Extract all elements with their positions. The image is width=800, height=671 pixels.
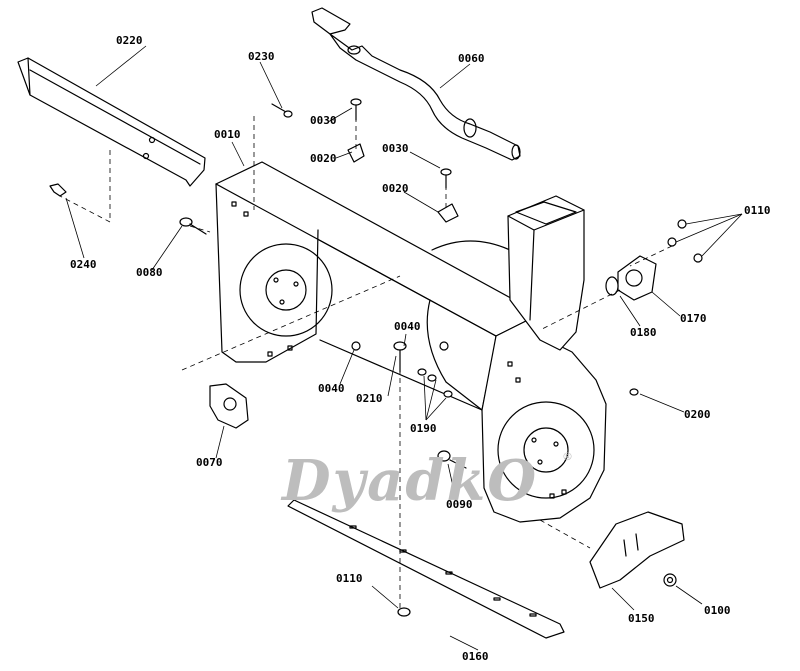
- skid-shoe-0150: [589, 511, 685, 589]
- leader-lines: [65, 45, 743, 651]
- label-0240: 0240: [70, 258, 97, 271]
- label-0110-lower: 0110: [336, 572, 363, 585]
- crank-rod-part: [311, 7, 521, 161]
- watermark: DyadkO: [280, 448, 538, 514]
- nut-0100: [663, 573, 677, 587]
- label-0170: 0170: [680, 312, 707, 325]
- bearing-assembly: [605, 219, 703, 301]
- hex-bolt-0090: [437, 450, 467, 469]
- label-0020-lower: 0020: [382, 182, 409, 195]
- label-0180: 0180: [630, 326, 657, 339]
- carriage-bolt-0080: [179, 217, 207, 235]
- dashed-guides: [59, 108, 673, 612]
- label-0030-upper: 0030: [310, 114, 337, 127]
- label-0090: 0090: [446, 498, 473, 511]
- label-0210: 0210: [356, 392, 383, 405]
- auger-housing-part: [215, 161, 607, 523]
- label-0070: 0070: [196, 456, 223, 469]
- label-0040-left: 0040: [318, 382, 345, 395]
- wing-nut-0240: [49, 183, 67, 197]
- label-0010: 0010: [214, 128, 241, 141]
- label-0220: 0220: [116, 34, 143, 47]
- nut-0110-lower: [397, 607, 411, 617]
- label-0150: 0150: [628, 612, 655, 625]
- label-0100: 0100: [704, 604, 731, 617]
- label-0020-upper: 0020: [310, 152, 337, 165]
- label-0080: 0080: [136, 266, 163, 279]
- label-0160: 0160: [462, 650, 489, 663]
- chute-bracket-upper: [347, 98, 365, 163]
- chute-bracket-lower: [437, 168, 459, 223]
- shave-bar-part: [17, 57, 206, 187]
- hardware-center: [351, 341, 453, 398]
- label-0230: 0230: [248, 50, 275, 63]
- label-0040-right: 0040: [394, 320, 421, 333]
- label-0030-lower: 0030: [382, 142, 409, 155]
- label-0190: 0190: [410, 422, 437, 435]
- label-0200: 0200: [684, 408, 711, 421]
- bolt-0230: [271, 103, 293, 118]
- label-0110-upper: 0110: [744, 204, 771, 217]
- watermark-registered-mark: ®: [562, 450, 573, 463]
- bearing-plate-0070: [209, 383, 249, 429]
- part-labels: 0220 0230 0060 0030 0010 0020 0030 0020 …: [70, 34, 771, 663]
- bolt-0200: [629, 388, 639, 396]
- label-0060: 0060: [458, 52, 485, 65]
